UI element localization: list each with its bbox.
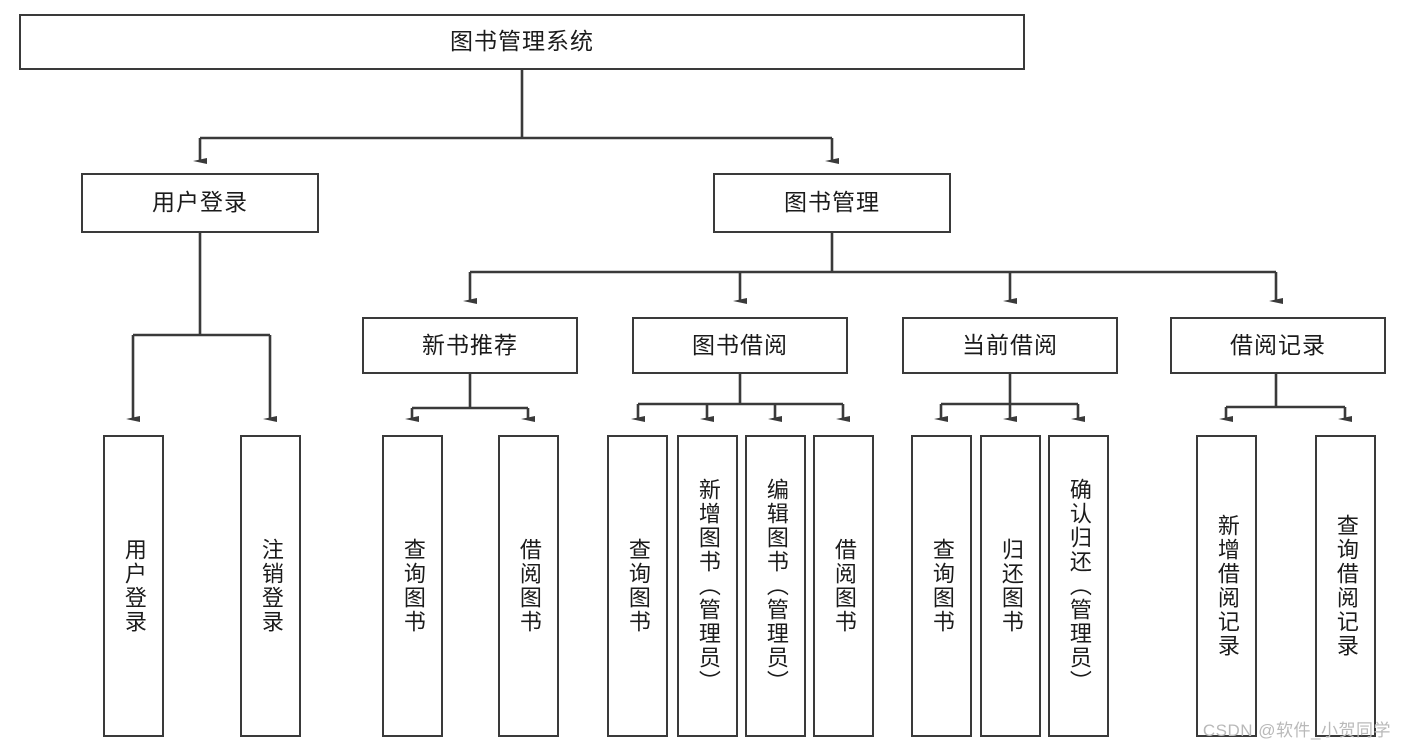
- node-label: 归还图书: [998, 538, 1024, 634]
- node-root-book-management-system[interactable]: 图书管理系统: [19, 14, 1025, 70]
- node-label: 借阅记录: [1230, 331, 1326, 358]
- node-user-login[interactable]: 用户登录: [81, 173, 319, 233]
- node-label: 用户登录: [121, 538, 147, 634]
- node-book-management[interactable]: 图书管理: [713, 173, 951, 233]
- leaf-borrow-book-nb[interactable]: 借阅图书: [498, 435, 559, 737]
- node-label: 确认归还（管理员）: [1066, 478, 1092, 694]
- node-label: 查询借阅记录: [1333, 514, 1359, 658]
- leaf-query-borrow-record[interactable]: 查询借阅记录: [1315, 435, 1376, 737]
- node-label: 新增借阅记录: [1214, 514, 1240, 658]
- node-new-book-recommend[interactable]: 新书推荐: [362, 317, 578, 374]
- node-borrow-record[interactable]: 借阅记录: [1170, 317, 1386, 374]
- node-current-borrow[interactable]: 当前借阅: [902, 317, 1118, 374]
- leaf-user-login[interactable]: 用户登录: [103, 435, 164, 737]
- node-label: 图书管理: [784, 189, 880, 216]
- leaf-return-book[interactable]: 归还图书: [980, 435, 1041, 737]
- node-label: 图书管理系统: [450, 28, 594, 55]
- node-label: 查询图书: [400, 538, 426, 634]
- leaf-logout[interactable]: 注销登录: [240, 435, 301, 737]
- node-label: 注销登录: [258, 538, 284, 634]
- leaf-query-book-bb[interactable]: 查询图书: [607, 435, 668, 737]
- leaf-borrow-book-bb[interactable]: 借阅图书: [813, 435, 874, 737]
- leaf-add-borrow-record[interactable]: 新增借阅记录: [1196, 435, 1257, 737]
- node-label: 编辑图书（管理员）: [763, 478, 789, 694]
- leaf-query-book-cb[interactable]: 查询图书: [911, 435, 972, 737]
- node-label: 新书推荐: [422, 331, 518, 358]
- leaf-add-book-admin[interactable]: 新增图书（管理员）: [677, 435, 738, 737]
- leaf-query-book-nb[interactable]: 查询图书: [382, 435, 443, 737]
- leaf-confirm-return-admin[interactable]: 确认归还（管理员）: [1048, 435, 1109, 737]
- node-label: 当前借阅: [962, 331, 1058, 358]
- node-label: 新增图书（管理员）: [695, 478, 721, 694]
- node-label: 查询图书: [625, 538, 651, 634]
- node-label: 查询图书: [929, 538, 955, 634]
- node-label: 借阅图书: [831, 538, 857, 634]
- node-label: 图书借阅: [692, 331, 788, 358]
- node-book-borrow[interactable]: 图书借阅: [632, 317, 848, 374]
- node-label: 借阅图书: [516, 538, 542, 634]
- leaf-edit-book-admin[interactable]: 编辑图书（管理员）: [745, 435, 806, 737]
- node-label: 用户登录: [152, 189, 248, 216]
